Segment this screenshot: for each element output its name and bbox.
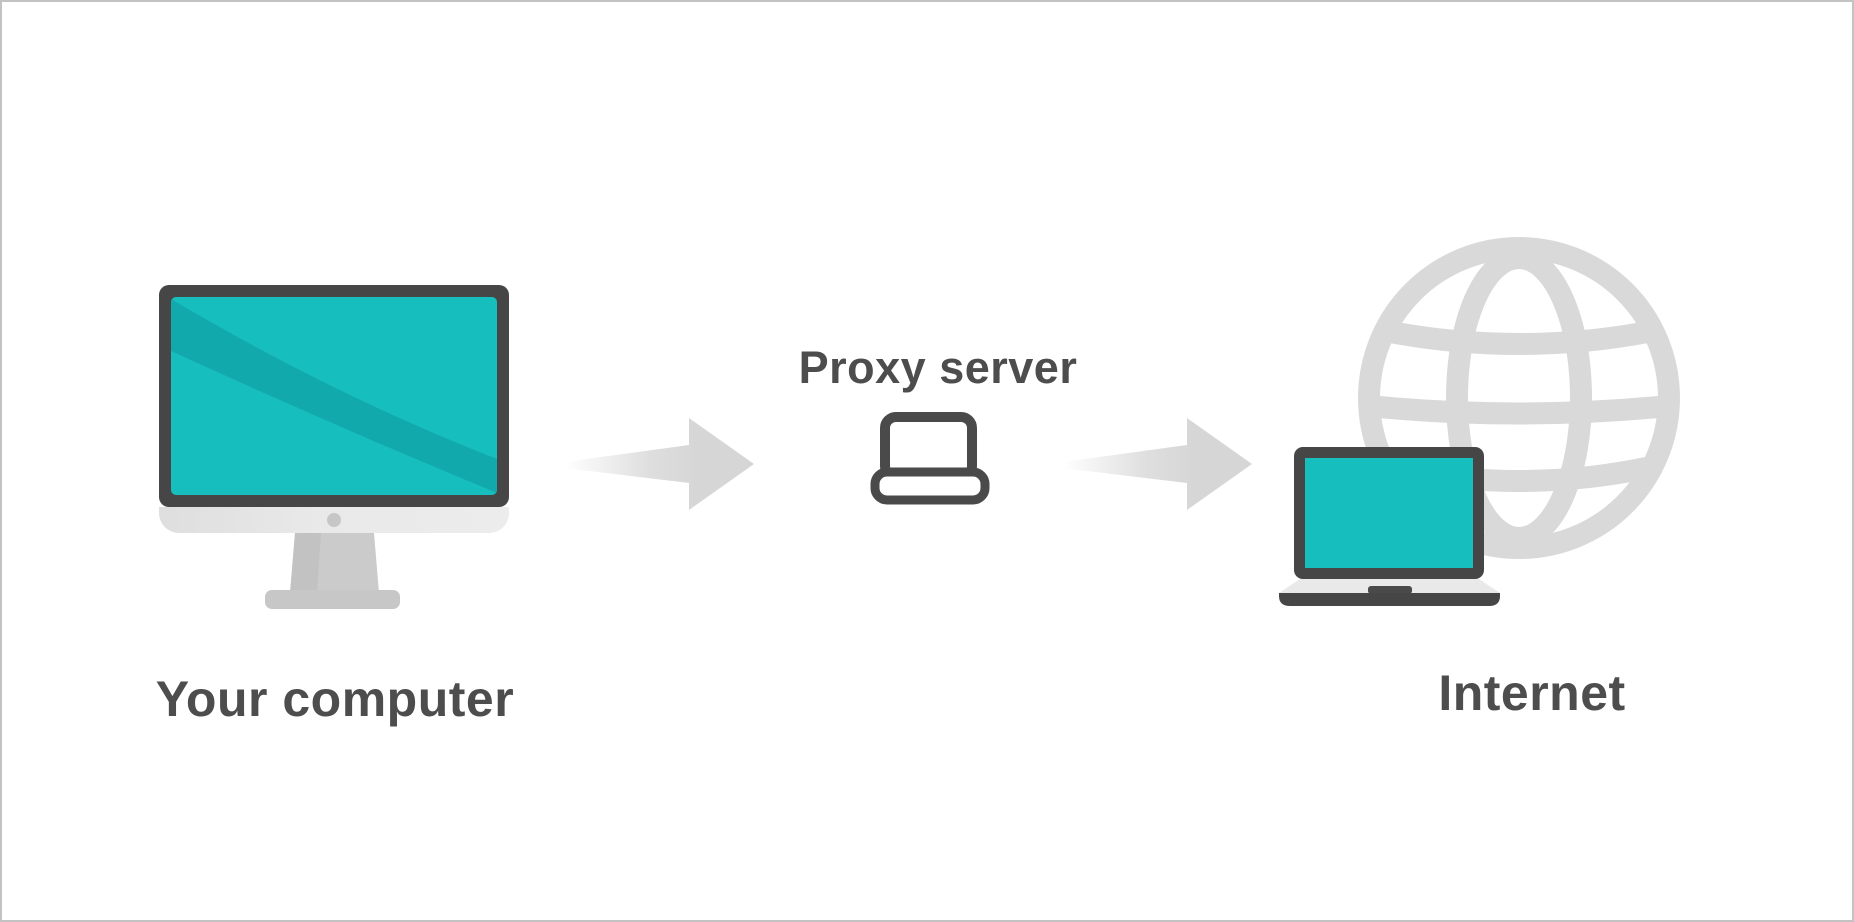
monitor-stand-shade — [290, 533, 321, 593]
arrow-shape — [564, 418, 754, 510]
node-label-your-computer: Your computer — [155, 671, 515, 727]
globe-latitude-upper — [1382, 320, 1656, 355]
laptop-bottom-bar — [1279, 593, 1500, 606]
globe-latitude-middle — [1367, 395, 1671, 425]
laptop-outline-icon — [870, 412, 990, 505]
node-label-internet: Internet — [1438, 665, 1626, 721]
globe-meridian — [1446, 247, 1592, 549]
proxy-laptop-base — [870, 467, 990, 505]
laptop-icon — [1279, 447, 1500, 606]
node-label-proxy-server: Proxy server — [798, 342, 1078, 393]
monitor-button-icon — [327, 513, 341, 527]
arrow-shape — [1062, 418, 1252, 510]
monitor-screen-glare — [171, 299, 497, 493]
desktop-computer-icon — [159, 285, 509, 609]
globe-icon — [1358, 237, 1680, 559]
arrow-right-icon — [564, 418, 754, 510]
laptop-latch — [1368, 586, 1412, 594]
laptop-screen — [1305, 458, 1473, 568]
globe-lines — [1358, 237, 1680, 559]
arrow-right-icon — [1062, 418, 1252, 510]
monitor-base — [265, 590, 400, 609]
